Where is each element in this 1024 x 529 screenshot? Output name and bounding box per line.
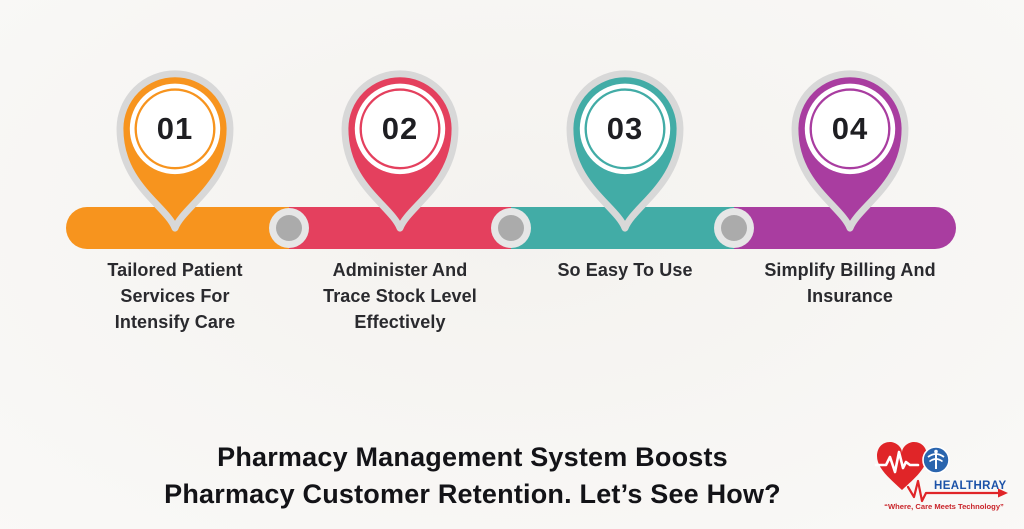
map-pin-icon: 01 xyxy=(106,66,244,235)
ecg-arrow-icon xyxy=(906,479,1008,503)
label-line: Simplify Billing And xyxy=(764,260,936,280)
page-title: Pharmacy Management System Boosts Pharma… xyxy=(0,439,945,513)
milestone-label: Tailored Patient Services For Intensify … xyxy=(107,257,242,335)
healthray-logo: HEALTHRAY “Where, Care Meets Technology” xyxy=(872,438,1017,520)
label-line: So Easy To Use xyxy=(557,260,693,280)
label-line: Effectively xyxy=(354,312,446,332)
milestone-2: 02 Administer And Trace Stock Level Effe… xyxy=(290,66,510,335)
brand-tagline: “Where, Care Meets Technology” xyxy=(884,502,1004,511)
label-line: Services For xyxy=(120,286,230,306)
milestone-3: 03 So Easy To Use xyxy=(515,66,735,283)
milestone-label: Administer And Trace Stock Level Effecti… xyxy=(323,257,477,335)
brand-name: HEALTHRAY xyxy=(934,480,1007,492)
map-pin-icon: 04 xyxy=(781,66,919,235)
milestone-number: 03 xyxy=(606,111,644,146)
connector-dot xyxy=(491,208,531,248)
map-pin-icon: 02 xyxy=(331,66,469,235)
label-line: Tailored Patient xyxy=(107,260,243,280)
label-line: Insurance xyxy=(807,286,893,306)
milestone-number: 04 xyxy=(831,111,869,146)
milestone-number: 01 xyxy=(156,111,194,146)
connector-dot xyxy=(268,208,309,248)
milestone-4: 04 Simplify Billing And Insurance xyxy=(740,66,960,309)
caduceus-badge-icon xyxy=(922,446,950,474)
label-line: Trace Stock Level xyxy=(323,286,477,306)
milestone-1: 01 Tailored Patient Services For Intensi… xyxy=(65,66,285,335)
milestone-label: So Easy To Use xyxy=(557,257,692,283)
label-line: Administer And xyxy=(332,260,468,280)
map-pin-icon: 03 xyxy=(556,66,694,235)
connector-dot xyxy=(713,208,754,248)
milestone-label: Simplify Billing And Insurance xyxy=(764,257,935,309)
title-line-1: Pharmacy Management System Boosts xyxy=(217,442,728,472)
milestone-number: 02 xyxy=(381,111,419,146)
title-line-2: Pharmacy Customer Retention. Let’s See H… xyxy=(164,479,781,509)
heart-icon xyxy=(874,442,927,490)
label-line: Intensify Care xyxy=(114,312,236,332)
